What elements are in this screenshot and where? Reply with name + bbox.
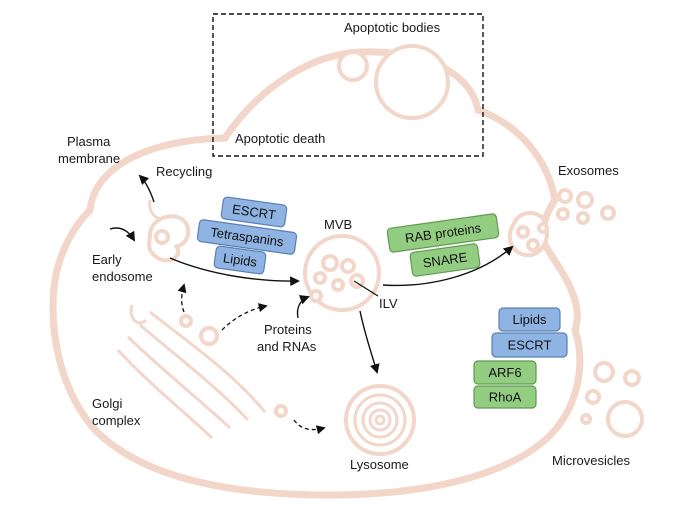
golgi-vesicle-1 bbox=[179, 314, 193, 328]
golgi-vesicle-3 bbox=[274, 404, 288, 418]
mvb bbox=[303, 234, 381, 312]
exosome-4 bbox=[600, 205, 616, 221]
label-apoptotic-bodies: Apoptotic bodies bbox=[344, 20, 441, 35]
lipids-box-1: Lipids bbox=[213, 245, 267, 275]
escrt-box-2-bg bbox=[491, 332, 568, 358]
snare-box-bg bbox=[409, 243, 481, 277]
snare-box-label: SNARE bbox=[422, 249, 469, 270]
label-plasma-line1: Plasma bbox=[67, 134, 111, 149]
fusing-mvb-vesicle-2 bbox=[526, 238, 540, 252]
escrt-box-2-label: ESCRT bbox=[508, 338, 552, 353]
label-microvesicles: Microvesicles bbox=[552, 453, 631, 468]
ilv-4 bbox=[331, 278, 345, 292]
escrt-box-1-bg bbox=[220, 196, 288, 228]
arrow-mvb-to-lysosome bbox=[359, 310, 380, 374]
rab-proteins-box: RAB proteins bbox=[386, 213, 500, 253]
arrow-mvb-to-exosomes bbox=[382, 245, 514, 287]
microvesicle-3 bbox=[585, 389, 601, 405]
exosome-5 bbox=[576, 211, 590, 225]
snare-box: SNARE bbox=[409, 243, 481, 277]
ilv-pointer bbox=[353, 280, 379, 297]
golgi-complex bbox=[116, 304, 267, 440]
dashed-arrow-golgi-to-mvb bbox=[221, 303, 268, 331]
label-early-endosome-line2: endosome bbox=[92, 269, 153, 284]
lysosome bbox=[344, 384, 416, 456]
lipids-box-1-label: Lipids bbox=[222, 250, 258, 270]
escrt-box-2: ESCRT bbox=[491, 332, 568, 358]
rhoa-box-label: RhoA bbox=[489, 390, 522, 405]
label-plasma-line2: membrane bbox=[58, 151, 120, 166]
label-ilv: ILV bbox=[379, 296, 398, 311]
ilv-1 bbox=[321, 254, 339, 272]
exosome-1 bbox=[557, 188, 573, 204]
ilv-2 bbox=[340, 258, 356, 274]
apoptotic-body-large bbox=[374, 44, 450, 120]
label-exosomes: Exosomes bbox=[558, 163, 619, 178]
arf6-box: ARF6 bbox=[473, 360, 537, 385]
rhoa-box: RhoA bbox=[473, 385, 537, 409]
microvesicle-1 bbox=[593, 361, 615, 383]
lipids-box-1-bg bbox=[213, 245, 267, 275]
arrow-proteins-to-mvb bbox=[296, 295, 310, 319]
label-apoptotic-death: Apoptotic death bbox=[235, 131, 325, 146]
golgi-vesicle-2 bbox=[199, 326, 219, 346]
arrow-endocytosis bbox=[109, 227, 136, 242]
label-early-endosome-line1: Early bbox=[92, 252, 122, 267]
label-proteins-line2: and RNAs bbox=[257, 339, 317, 354]
label-recycling: Recycling bbox=[156, 164, 212, 179]
apoptosis-box bbox=[212, 13, 484, 157]
arf6-box-bg bbox=[473, 360, 537, 385]
exosome-2 bbox=[576, 191, 594, 209]
label-lysosome: Lysosome bbox=[350, 457, 409, 472]
arrow-recycling bbox=[138, 174, 155, 203]
exosome-3 bbox=[556, 207, 570, 221]
label-mvb: MVB bbox=[324, 217, 352, 232]
dashed-arrow-golgi-to-lysosome bbox=[293, 419, 326, 435]
escrt-box-1-label: ESCRT bbox=[231, 202, 277, 223]
ilv-5 bbox=[313, 271, 327, 285]
label-proteins-line1: Proteins bbox=[264, 322, 312, 337]
lipids-box-2-label: Lipids bbox=[513, 312, 547, 327]
escrt-box-1: ESCRT bbox=[220, 196, 288, 228]
dashed-arrow-golgi-to-endosome bbox=[177, 283, 187, 313]
tetraspanins-box-bg bbox=[196, 219, 298, 255]
apoptotic-body-small bbox=[337, 50, 369, 82]
rhoa-box-bg bbox=[473, 385, 537, 409]
arrow-endosome-to-mvb bbox=[169, 257, 300, 287]
rab-proteins-box-bg bbox=[386, 213, 500, 253]
label-golgi-line1: Golgi bbox=[92, 396, 122, 411]
lipids-box-2-bg bbox=[498, 307, 561, 332]
microvesicle-4 bbox=[606, 400, 644, 438]
label-golgi-line2: complex bbox=[92, 413, 141, 428]
microvesicle-2 bbox=[623, 369, 641, 387]
lipids-box-2: Lipids bbox=[498, 307, 561, 332]
arf6-box-label: ARF6 bbox=[488, 365, 521, 380]
early-endosome-vesicle bbox=[154, 229, 170, 245]
exosome-6 bbox=[537, 222, 549, 234]
microvesicle-5 bbox=[580, 413, 592, 425]
fusing-mvb-vesicle-1 bbox=[516, 225, 530, 239]
ilv-3 bbox=[349, 273, 365, 289]
mvb-bud bbox=[309, 289, 323, 303]
